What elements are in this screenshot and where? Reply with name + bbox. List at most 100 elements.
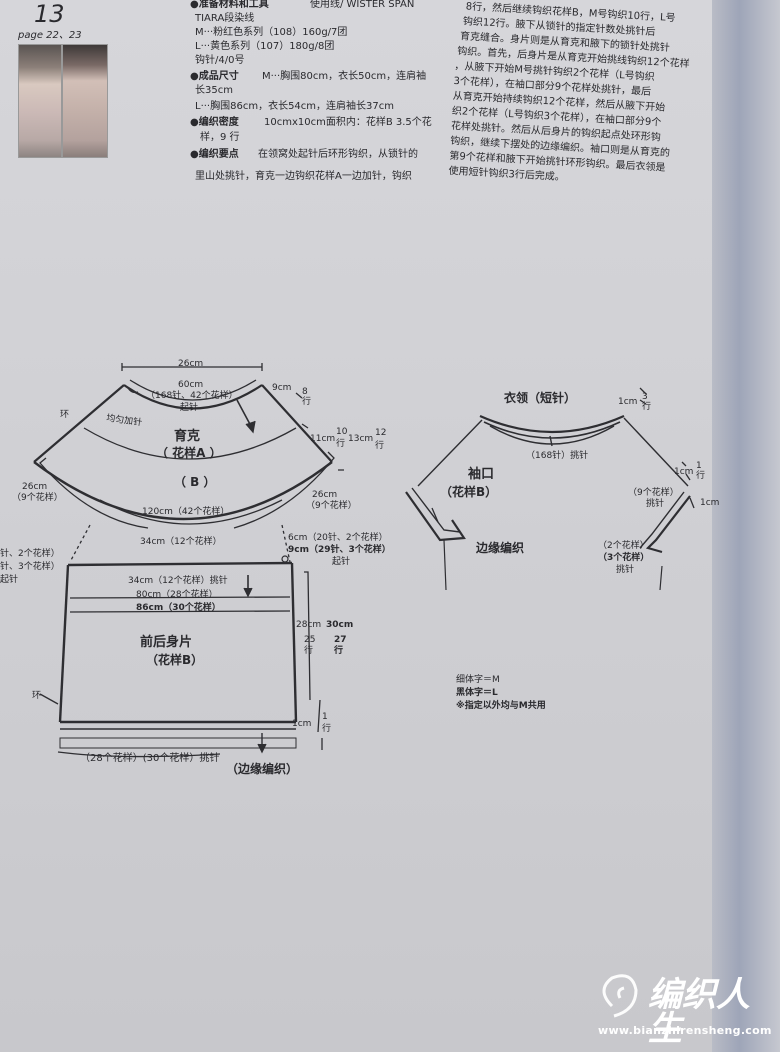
sleeve-1cm-right: 1cm [700,498,720,508]
sleeve-9-patterns: （9个花样） [628,488,679,498]
collar-outline-mid [483,421,621,439]
left-ring-arrow [39,693,59,705]
yoke-right-9-patterns: （9个花样） [306,501,357,511]
body-bottom-dims [317,699,323,750]
collar-pick: （168针）挑针 [526,451,589,461]
yoke-start-label: 起针 [180,403,199,413]
yoke-outer-edge [33,461,333,521]
yoke-start-bracket [127,379,257,401]
yoke-side-12-rows-unit: 行 [375,441,385,451]
materials-line-1: 使用线/ WISTER SPAN [310,0,415,10]
body-right-dim [304,571,311,701]
gauge-label: ●编织密度 [190,117,239,128]
sleeve-3-patterns: （3个花样） [598,553,650,563]
collar-3-rows: 3 [642,392,648,402]
yoke-pattern-a: （ 花样A ） [156,446,222,460]
yoke-side-8-rows-unit: 行 [302,397,312,407]
yoke-right-26cm: 26cm [312,490,338,500]
body-left-cut-1: 针、2个花样） [0,549,60,559]
body-left-edge [58,564,70,723]
sleeve-pick-23: 挑针 [616,565,635,575]
sleeve-pick-9: 挑针 [646,499,665,509]
size-line-3: L···胸围86cm，衣长54cm，连肩袖长37cm [195,101,394,112]
yoke-side-9cm: 9cm [272,383,292,393]
book-spine [712,0,780,1052]
legend-bold: 黑体字＝L [456,688,498,698]
body-width-80cm: 80cm（28个花样） [136,590,218,600]
hem-edge-title: （边缘编织） [226,762,299,776]
yoke-side-10-rows: 10 [336,427,348,437]
yoke-pattern-b: （ B ） [174,475,216,489]
legend-note: ※指定以外均与M共用 [456,701,546,711]
hem-1-row: 1 [322,712,328,722]
yoke-left-26cm: 26cm [22,482,48,492]
yoke-left-9-patterns: （9个花样） [12,493,63,503]
sleeve-1-row-unit: 行 [696,471,706,481]
yoke-title: 育克 [174,429,201,444]
hem-1cm: 1cm [292,719,312,729]
model-photo-1 [18,44,62,158]
hem-1-row-unit: 行 [322,724,332,734]
size-label: ●成品尺寸 [190,71,239,82]
body-left-side [443,539,447,591]
watermark-url: www.bianzhirensheng.com [598,1024,772,1037]
yoke-right-side [261,384,333,463]
yoke-side-13cm: 13cm [348,434,374,444]
sleeve-right-edge-2 [639,491,685,549]
yoke-bottom-34cm: 34cm（12个花样） [140,537,222,547]
yoke-inner-circumference: 60cm [178,380,204,390]
yoke-start-stitches: （168针、42个花样） [146,391,238,401]
yoke-arrow-head [245,420,256,434]
points-label: ●编织要点 [190,149,239,160]
sleeve-right-edge [645,495,691,554]
yoke-left-side [33,384,125,463]
body-left-cut-3: 起针 [0,575,19,585]
body-dim-bar-1 [69,596,291,599]
yoke-right-dim [295,392,344,471]
yoke-ring-label: 环 [60,410,70,420]
body-rows-25: 25 [304,635,316,645]
sleeve-1-row: 1 [696,461,702,471]
sleeve-right-dim [681,461,695,509]
watermark-logo-text: 编织人生 [648,975,750,1049]
guide-left [69,524,91,563]
materials-label: ●准备材料和工具 [190,0,269,10]
body-top-edge [67,561,293,567]
sleeve-title: 袖口 [468,467,495,482]
body-right-side [659,565,663,591]
body-right-start: 起针 [332,557,351,567]
body-pattern: （花样B） [146,653,204,667]
guide-right [281,524,291,563]
pattern-number: 13 [34,0,65,28]
collar-outline-outer [479,414,625,434]
gauge-line-1: 10cmx10cm面积内：花样B 3.5个花 [264,117,432,128]
sleeve-2-patterns: （2个花样） [598,541,649,551]
hem-arrow-head [257,743,267,754]
yoke-right-bracket [233,451,335,529]
body-right-9cm: 9cm（29针、3个花样） [288,545,391,555]
materials-line-4: L···黄色系列（107）180g/8团 [195,41,335,52]
yoke-side-8-rows: 8 [302,387,308,397]
body-rows-25-unit: 行 [304,646,314,656]
points-line-1: 在领窝处起针后环形钩织，从锁针的 [258,149,418,160]
body-left-shoulder [417,419,483,487]
body-ring-label: 环 [32,691,42,701]
sleeve-left-edge-2 [411,487,461,533]
body-right-edge [290,562,298,723]
yoke-top-width: 26cm [178,359,204,369]
hem-bracket [59,737,297,749]
sleeve-left-edge [405,491,466,542]
sleeve-left-arrow [431,507,439,523]
gauge-line-2: 样，9 行 [200,132,240,143]
body-left-cut-2: 针、3个花样） [0,562,60,572]
yoke-bottom-120cm: 120cm（42个花样） [142,507,230,517]
collar-title: 衣领（短针） [504,391,577,405]
body-rows-27: 27 [334,635,347,645]
body-title: 前后身片 [140,635,193,650]
collar-3-rows-unit: 行 [642,402,652,412]
yoke-side-10-rows-unit: 行 [336,439,346,449]
yoke-inner-edge [123,384,263,410]
hem-pick-stitches: （28个花样）(30个花样）挑针 [80,753,220,764]
